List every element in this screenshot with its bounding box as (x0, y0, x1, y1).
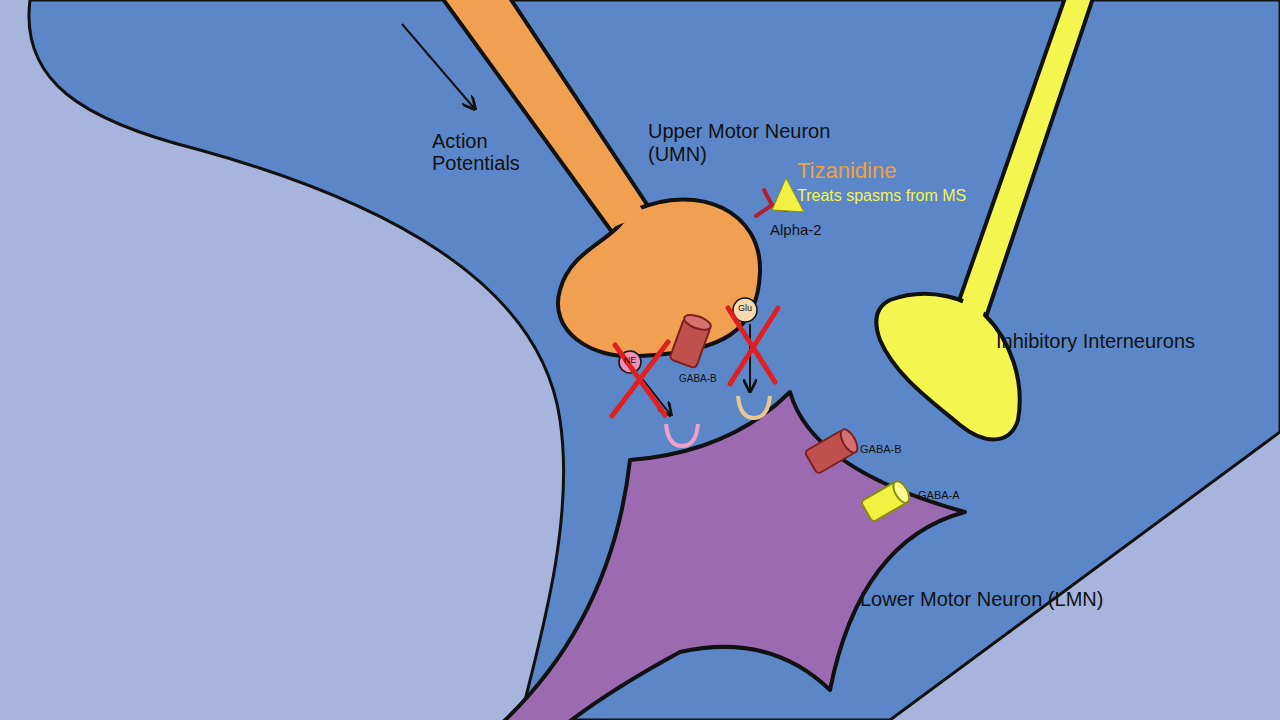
diagram-label: Treats spasms from MS (797, 187, 966, 205)
interneuron-axon-fill (960, 0, 1090, 318)
interneuron-soma (876, 294, 1019, 440)
diagram-label: Tizanidine (797, 159, 896, 183)
gaba-b-receptor (804, 427, 860, 475)
block-cross (612, 342, 668, 416)
gaba-a-receptor (861, 479, 913, 523)
umn-axon-fill (446, 0, 645, 226)
action-potential-arrow (402, 24, 474, 108)
ne-release-arrow (640, 376, 670, 414)
diagram-label: Glu (734, 304, 756, 314)
diagram-label: GABA-B (679, 373, 717, 384)
neuron-label-box: Lower Motor Neuron (LMN) (860, 588, 1103, 611)
lmn-body (500, 392, 965, 720)
umn-axon (440, 0, 652, 232)
diagram-label: GABA-A (918, 489, 960, 501)
umn-terminal (558, 199, 760, 356)
glu-receptor (738, 396, 770, 418)
neuron-name: Lower Motor Neuron (LMN) (860, 588, 1103, 611)
block-cross (728, 308, 778, 384)
presynaptic-gaba-b-receptor (669, 312, 712, 369)
diagram-label: GABA-B (860, 443, 902, 455)
diagram-label: Alpha-2 (770, 222, 822, 239)
diagram-label: NE (621, 356, 639, 366)
interneuron-axon (955, 0, 1094, 320)
diagram-label: Action Potentials (432, 130, 562, 174)
neuron-name: Inhibitory Interneurons (996, 330, 1195, 353)
neuron-label-box: Inhibitory Interneurons (996, 330, 1195, 353)
ne-receptor (666, 424, 698, 446)
